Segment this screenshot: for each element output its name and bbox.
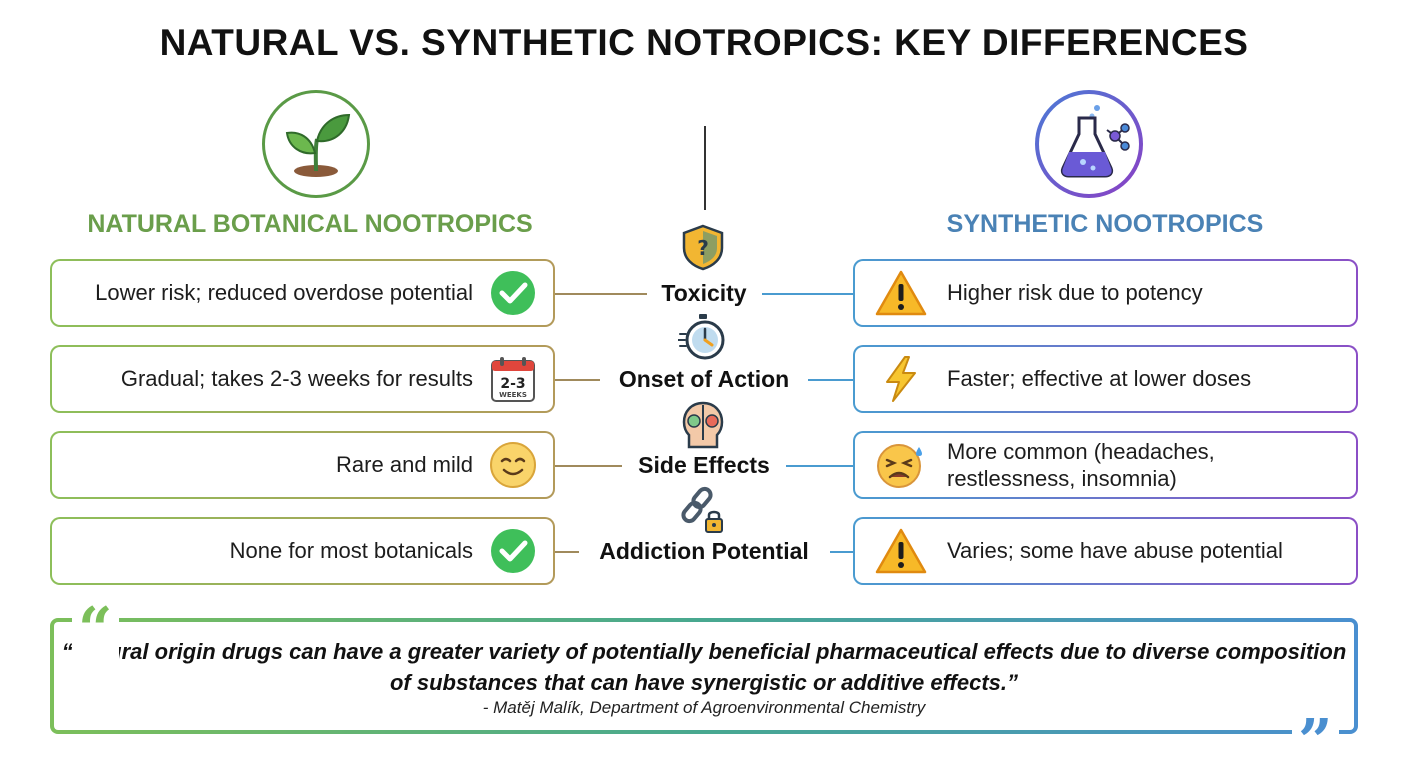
- synthetic-side-effects-card: More common (headaches, restlessness, in…: [853, 431, 1358, 499]
- page-title: NATURAL VS. SYNTHETIC NOTROPICS: KEY DIF…: [159, 22, 1249, 63]
- warning-icon: [875, 528, 927, 574]
- synthetic-onset-card: Faster; effective at lower doses: [853, 345, 1358, 413]
- quote-box: “Natural origin drugs can have a greater…: [50, 618, 1358, 734]
- flask-molecule-icon: [1035, 90, 1143, 198]
- close-quote-mark: ”: [1292, 712, 1339, 772]
- synthetic-side-effects-text: More common (headaches, restlessness, in…: [947, 438, 1215, 491]
- natural-addiction-text: None for most botanicals: [229, 537, 473, 563]
- check-circle-icon: [491, 271, 535, 315]
- chain-lock-icon: [681, 486, 723, 533]
- head-faces-icon: [682, 401, 724, 449]
- synthetic-toxicity-text: Higher risk due to potency: [947, 280, 1203, 305]
- warning-icon: [875, 270, 927, 316]
- natural-toxicity-card: Lower risk; reduced overdose potential: [50, 259, 555, 327]
- quote-attribution: - Matěj Malík, Department of Agroenviron…: [482, 698, 926, 717]
- distressed-face-icon: [877, 444, 922, 488]
- row-label-addiction: Addiction Potential: [599, 538, 809, 564]
- natural-addiction-card: None for most botanicals: [50, 517, 555, 585]
- connector-line: [555, 293, 647, 295]
- quote-text: “Natural origin drugs can have a greater…: [61, 639, 1347, 695]
- natural-onset-text: Gradual; takes 2-3 weeks for results: [120, 365, 473, 391]
- calendar-weeks-number: 2-3: [500, 376, 525, 392]
- natural-onset-card: Gradual; takes 2-3 weeks for results 2-3…: [50, 345, 555, 413]
- synthetic-onset-text: Faster; effective at lower doses: [947, 366, 1252, 391]
- shield-question-icon: ?: [682, 224, 724, 271]
- lightning-icon: [886, 356, 916, 402]
- synthetic-addiction-text: Varies; some have abuse potential: [947, 538, 1283, 563]
- connector-line: [555, 379, 600, 381]
- calendar-weeks-label: WEEKS: [499, 391, 527, 399]
- natural-toxicity-text: Lower risk; reduced overdose potential: [95, 279, 473, 305]
- row-label-side-effects: Side Effects: [638, 452, 770, 478]
- connector-line: [808, 379, 853, 381]
- connector-line: [555, 465, 622, 467]
- check-circle-icon: [491, 529, 535, 573]
- natural-column-title: NATURAL BOTANICAL NOOTROPICS: [87, 210, 533, 238]
- connector-line: [786, 465, 853, 467]
- synthetic-addiction-card: Varies; some have abuse potential: [853, 517, 1358, 585]
- connector-line: [830, 551, 853, 553]
- open-quote-mark: “: [72, 600, 119, 660]
- natural-side-effects-text: Rare and mild: [336, 451, 473, 477]
- plant-sprout-icon: [262, 90, 370, 198]
- synthetic-toxicity-card: Higher risk due to potency: [853, 259, 1358, 327]
- stopwatch-icon: [678, 314, 725, 360]
- row-label-toxicity: Toxicity: [661, 280, 747, 306]
- center-divider: [704, 126, 706, 210]
- connector-line: [762, 293, 853, 295]
- calendar-icon: 2-3 WEEKS: [491, 357, 535, 402]
- connector-line: [555, 551, 579, 553]
- synthetic-column-title: SYNTHETIC NOOTROPICS: [946, 210, 1264, 238]
- svg-text:?: ?: [697, 236, 709, 260]
- row-label-onset: Onset of Action: [618, 366, 790, 392]
- content-face-icon: [490, 442, 536, 488]
- natural-side-effects-card: Rare and mild: [50, 431, 555, 499]
